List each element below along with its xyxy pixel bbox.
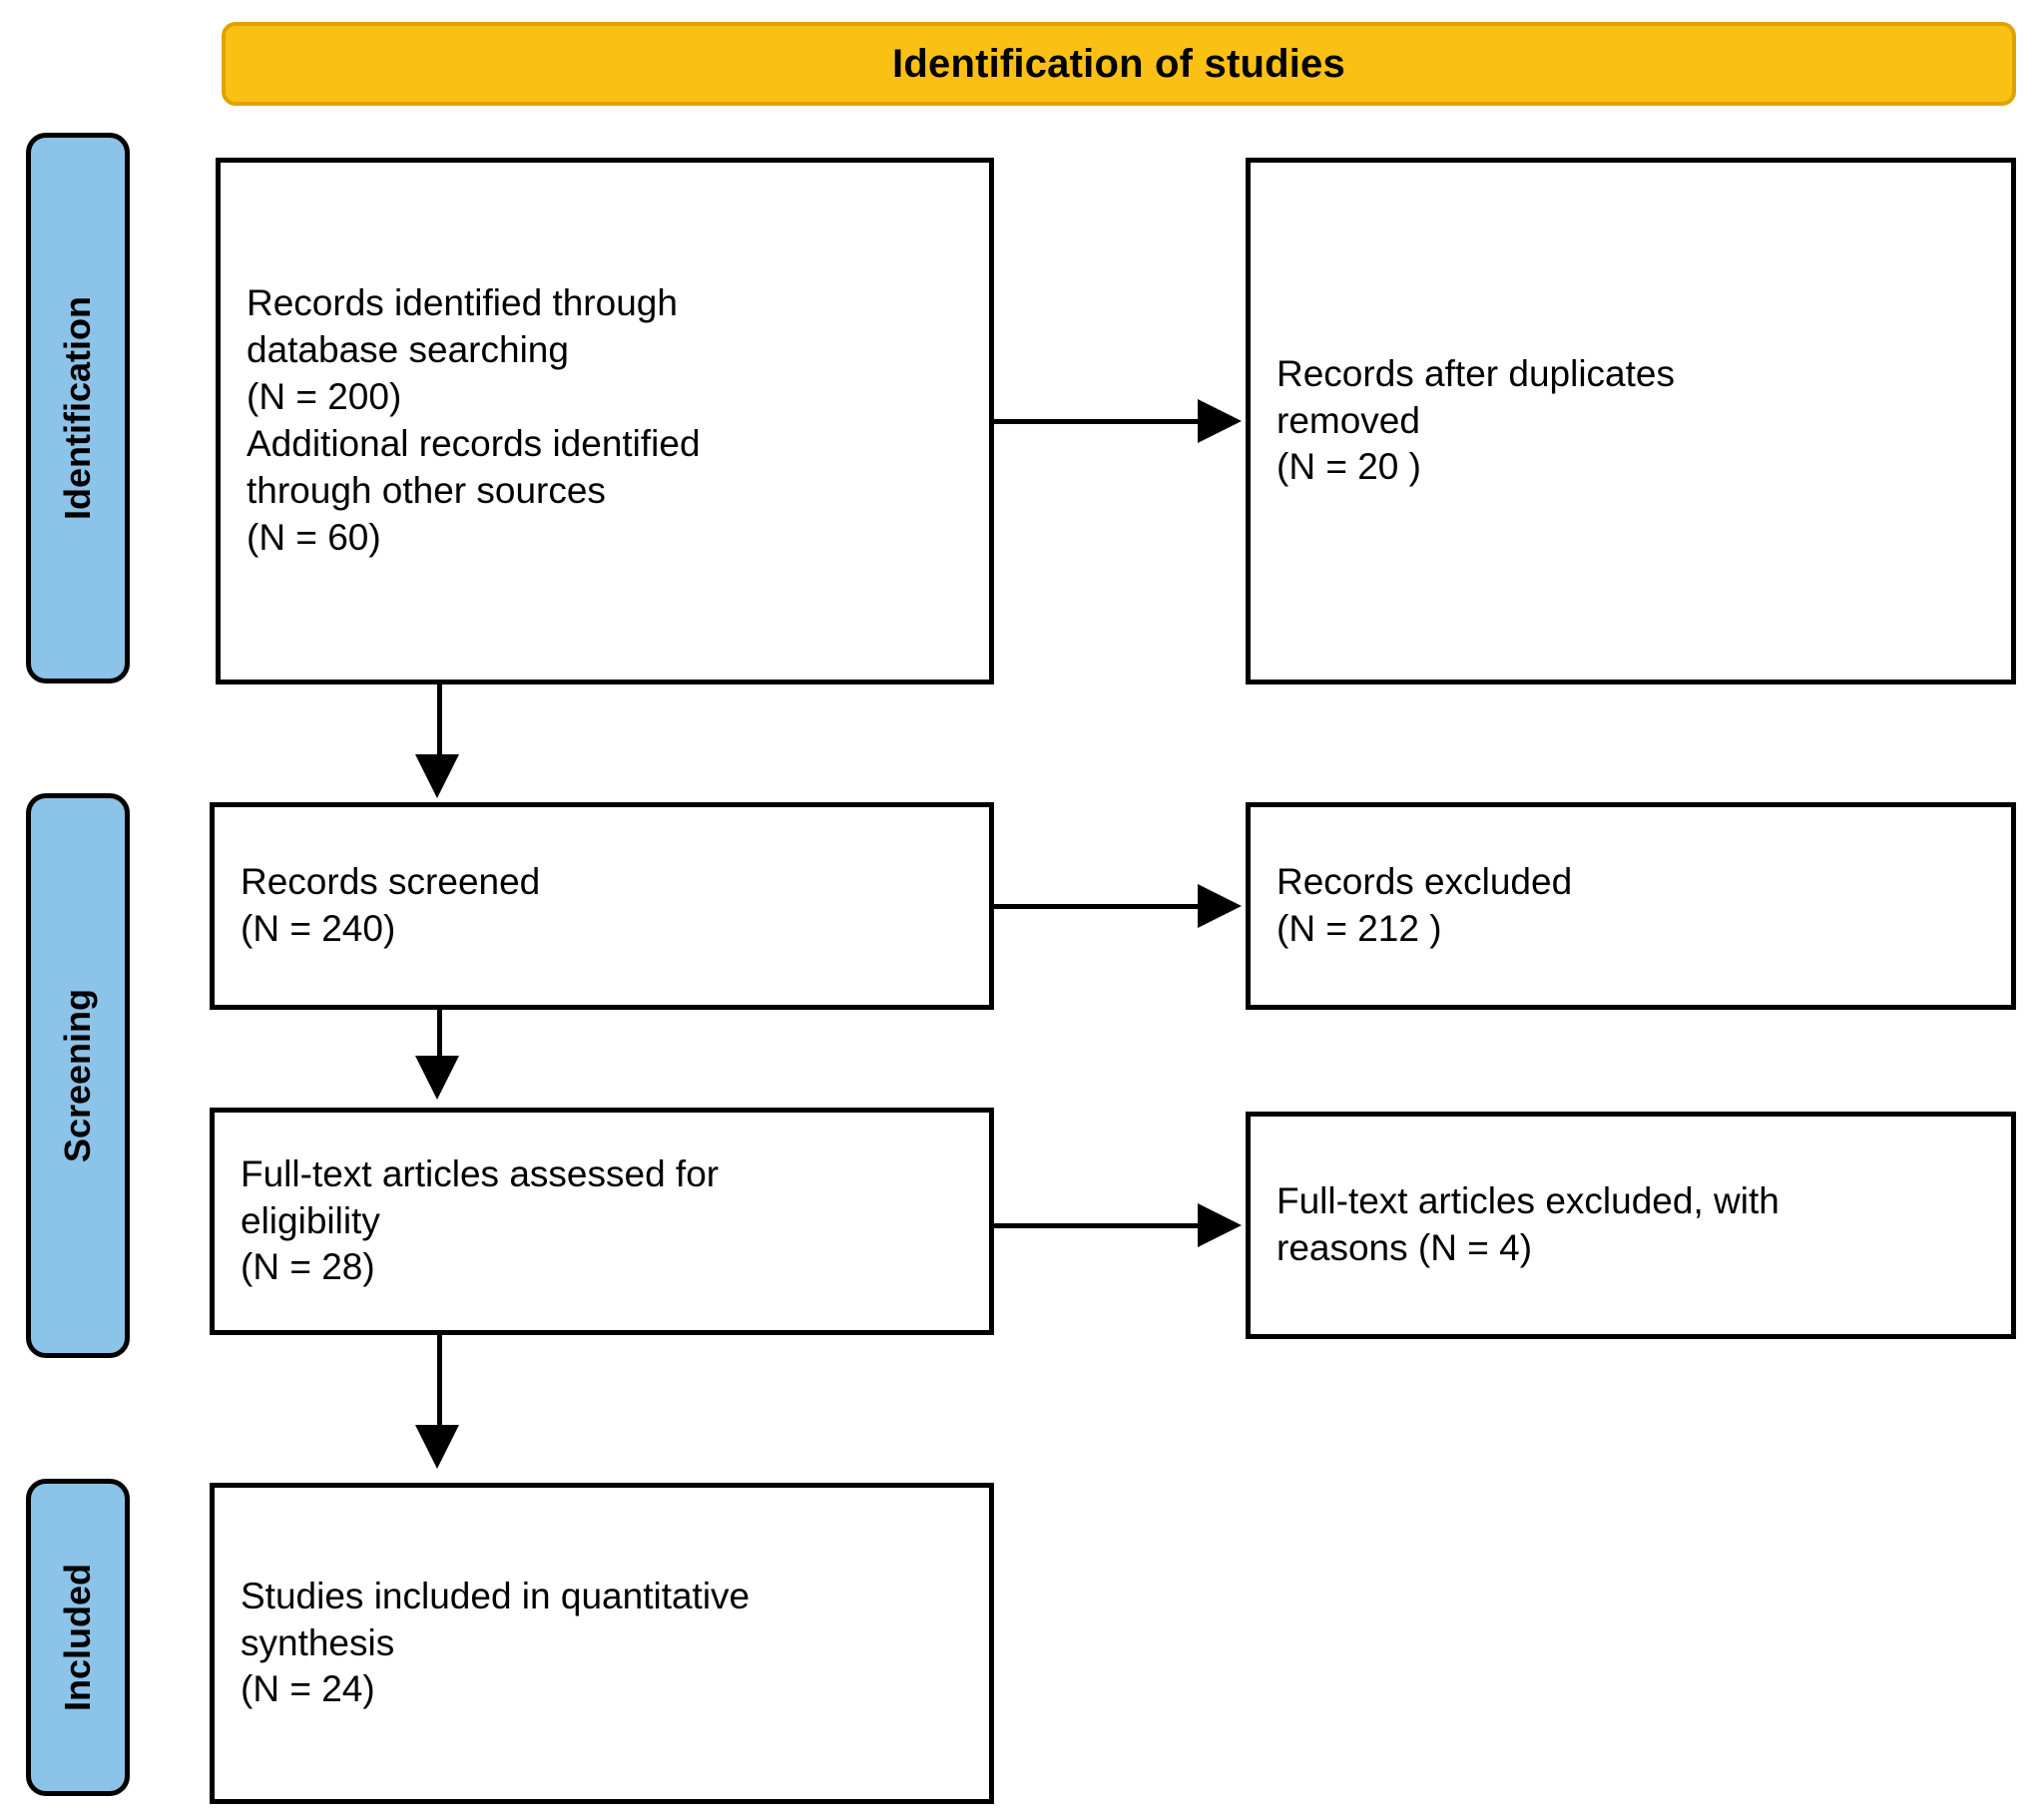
arrow-right-icon [1198,884,1242,928]
box-records-excluded: Records excluded (N = 212 ) [1246,802,2016,1010]
box-records-after-duplicates-removed-text: Records after duplicates removed (N = 20… [1276,352,1675,488]
connector-screened-to-excluded [994,904,1204,909]
connector-identified-to-screened [437,684,442,762]
connector-screened-to-fulltext [437,1010,442,1062]
arrow-down-icon [415,754,459,798]
stage-label-screening: Screening [57,988,98,1163]
box-records-after-duplicates-removed: Records after duplicates removed (N = 20… [1246,158,2016,684]
box-records-excluded-text: Records excluded (N = 212 ) [1276,861,1573,949]
box-records-identified-text: Records identified through database sear… [247,282,701,558]
page-title: Identification of studies [892,42,1345,86]
box-fulltext-articles-assessed: Full-text articles assessed for eligibil… [210,1108,994,1335]
diagram-title-banner: Identification of studies [222,22,2016,106]
box-records-screened-text: Records screened (N = 240) [241,861,541,949]
box-fulltext-articles-excluded-text: Full-text articles excluded, with reason… [1276,1180,1780,1268]
box-studies-included-text: Studies included in quantitative synthes… [241,1575,751,1710]
arrow-right-icon [1198,399,1242,443]
box-fulltext-articles-assessed-text: Full-text articles assessed for eligibil… [241,1152,720,1288]
arrow-down-icon [415,1425,459,1469]
box-studies-included: Studies included in quantitative synthes… [210,1483,994,1804]
connector-identified-to-duplicates [994,419,1204,424]
connector-fulltext-to-fulltext-excluded [994,1223,1204,1228]
stage-label-identification: Identification [57,296,98,520]
box-fulltext-articles-excluded: Full-text articles excluded, with reason… [1246,1112,2016,1339]
connector-fulltext-to-included [437,1335,442,1431]
stage-rail-screening: Screening [26,793,130,1358]
arrow-right-icon [1198,1203,1242,1247]
box-records-identified: Records identified through database sear… [216,158,994,684]
stage-label-included: Included [57,1563,99,1712]
box-records-screened: Records screened (N = 240) [210,802,994,1010]
arrow-down-icon [415,1056,459,1100]
stage-rail-included: Included [26,1479,130,1796]
stage-rail-identification: Identification [26,133,130,683]
